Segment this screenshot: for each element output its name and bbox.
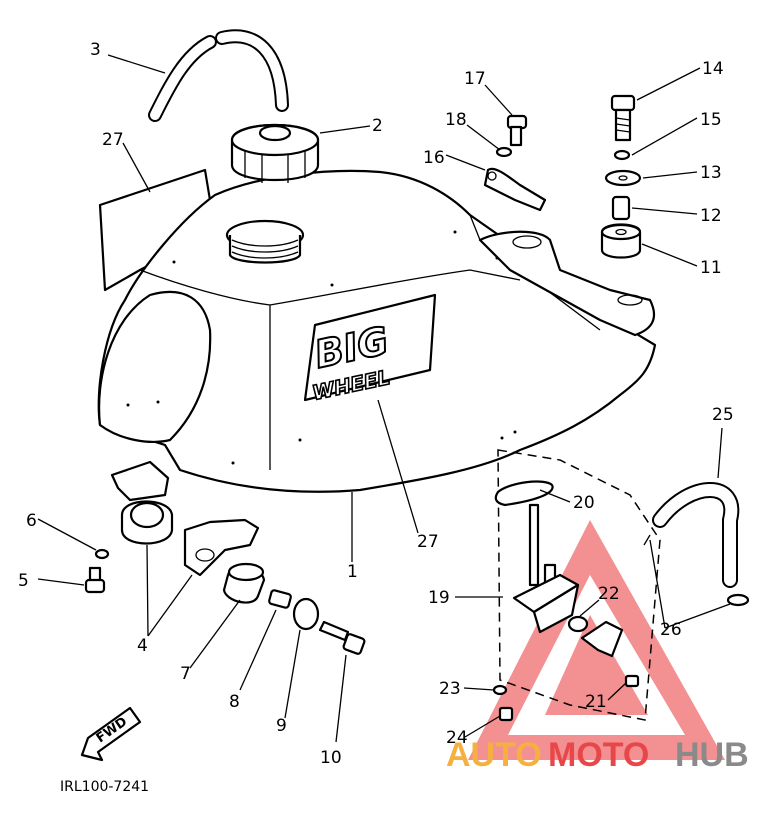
lever-part-22b — [580, 620, 624, 658]
gasket-part-20 — [494, 480, 554, 507]
fuel-cap-part-2 — [230, 123, 320, 183]
callout-11: 11 — [700, 258, 722, 278]
callout-20: 20 — [573, 493, 595, 513]
watermark-hub: HUB — [675, 736, 749, 774]
callout-19: 19 — [428, 588, 450, 608]
fuel-cock-dash-box — [497, 449, 661, 721]
washer-part-9 — [292, 597, 320, 631]
callout-15: 15 — [700, 110, 722, 130]
washer-part-18 — [495, 146, 513, 158]
callout-14: 14 — [702, 59, 724, 79]
washer-part-15 — [613, 149, 631, 161]
callout-23: 23 — [439, 679, 461, 699]
callout-4: 4 — [137, 636, 148, 656]
callout-1: 1 — [347, 562, 358, 582]
washer-part-23 — [492, 684, 508, 696]
callout-12: 12 — [700, 206, 722, 226]
breather-hose-part-3 — [148, 29, 289, 122]
leader-lines — [37, 54, 731, 743]
callout-8: 8 — [229, 692, 240, 712]
callout-27-top: 27 — [102, 130, 124, 150]
damper-part-7 — [222, 562, 266, 604]
watermark-text: AUTO MOTO HUB — [446, 736, 749, 774]
drawing-code: IRL100-7241 — [60, 779, 149, 795]
bracket-part-4-left — [110, 460, 174, 545]
bolt-part-17 — [506, 114, 528, 147]
callout-27-bottom: 27 — [417, 532, 439, 552]
callout-3: 3 — [90, 40, 101, 60]
fuel-hose-part-25 — [652, 482, 740, 588]
callout-7: 7 — [180, 664, 191, 684]
callout-5: 5 — [18, 571, 29, 591]
bracket-part-16 — [483, 167, 547, 212]
big-wheel-logo-decal: BIG WHEEL — [303, 293, 437, 406]
callout-2: 2 — [372, 116, 383, 136]
callout-9: 9 — [276, 716, 287, 736]
screw-part-24 — [498, 706, 514, 722]
callout-26: 26 — [660, 620, 682, 640]
bolt-part-10 — [318, 620, 366, 655]
washer-part-13 — [604, 169, 642, 187]
clip-part-26 — [643, 534, 750, 607]
watermark-auto: AUTO — [446, 736, 542, 774]
bolt-part-14 — [610, 94, 636, 142]
callout-13: 13 — [700, 163, 722, 183]
callout-24: 24 — [446, 728, 468, 748]
callout-6: 6 — [26, 511, 37, 531]
callout-21: 21 — [585, 692, 607, 712]
callout-25: 25 — [712, 405, 734, 425]
callout-16: 16 — [423, 148, 445, 168]
bracket-part-4-right — [183, 518, 260, 577]
callout-22: 22 — [598, 584, 620, 604]
fuel-cock-part-19 — [512, 503, 580, 634]
damper-part-11 — [600, 223, 642, 259]
callout-numbers: 3 2 27 17 18 16 14 15 13 12 11 25 20 27 … — [18, 40, 734, 768]
bolt-part-5 — [84, 566, 106, 594]
callout-17: 17 — [464, 69, 486, 89]
watermark-moto: MOTO — [548, 736, 649, 774]
collar-part-8 — [268, 589, 292, 609]
collar-part-12 — [611, 195, 631, 221]
callout-18: 18 — [445, 110, 467, 130]
callout-10: 10 — [320, 748, 342, 768]
oring-part-22 — [567, 615, 589, 633]
washer-part-6 — [94, 548, 110, 560]
screw-part-21 — [624, 674, 640, 688]
fwd-arrow-icon: FWD — [80, 706, 142, 762]
